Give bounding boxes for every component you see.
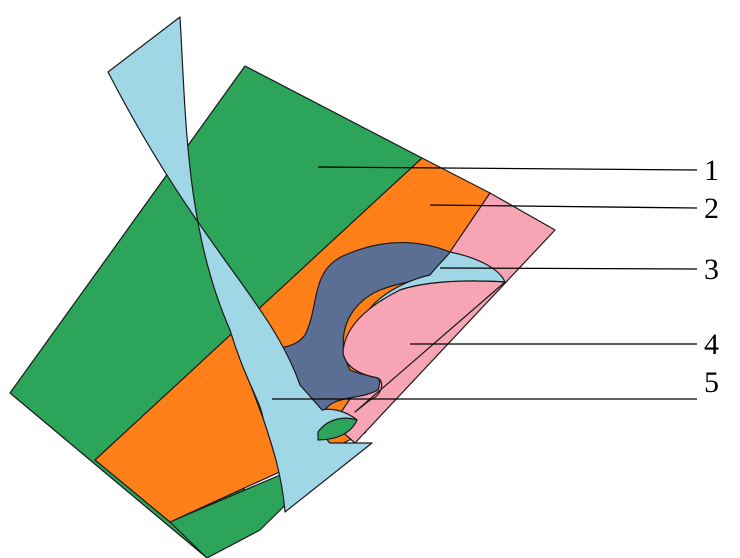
callout-label-2: 2 — [704, 192, 719, 225]
callout-label-4: 4 — [704, 328, 719, 361]
callout-label-5: 5 — [704, 366, 719, 399]
callout-label-1: 1 — [704, 154, 719, 187]
callout-label-3: 3 — [704, 253, 719, 286]
